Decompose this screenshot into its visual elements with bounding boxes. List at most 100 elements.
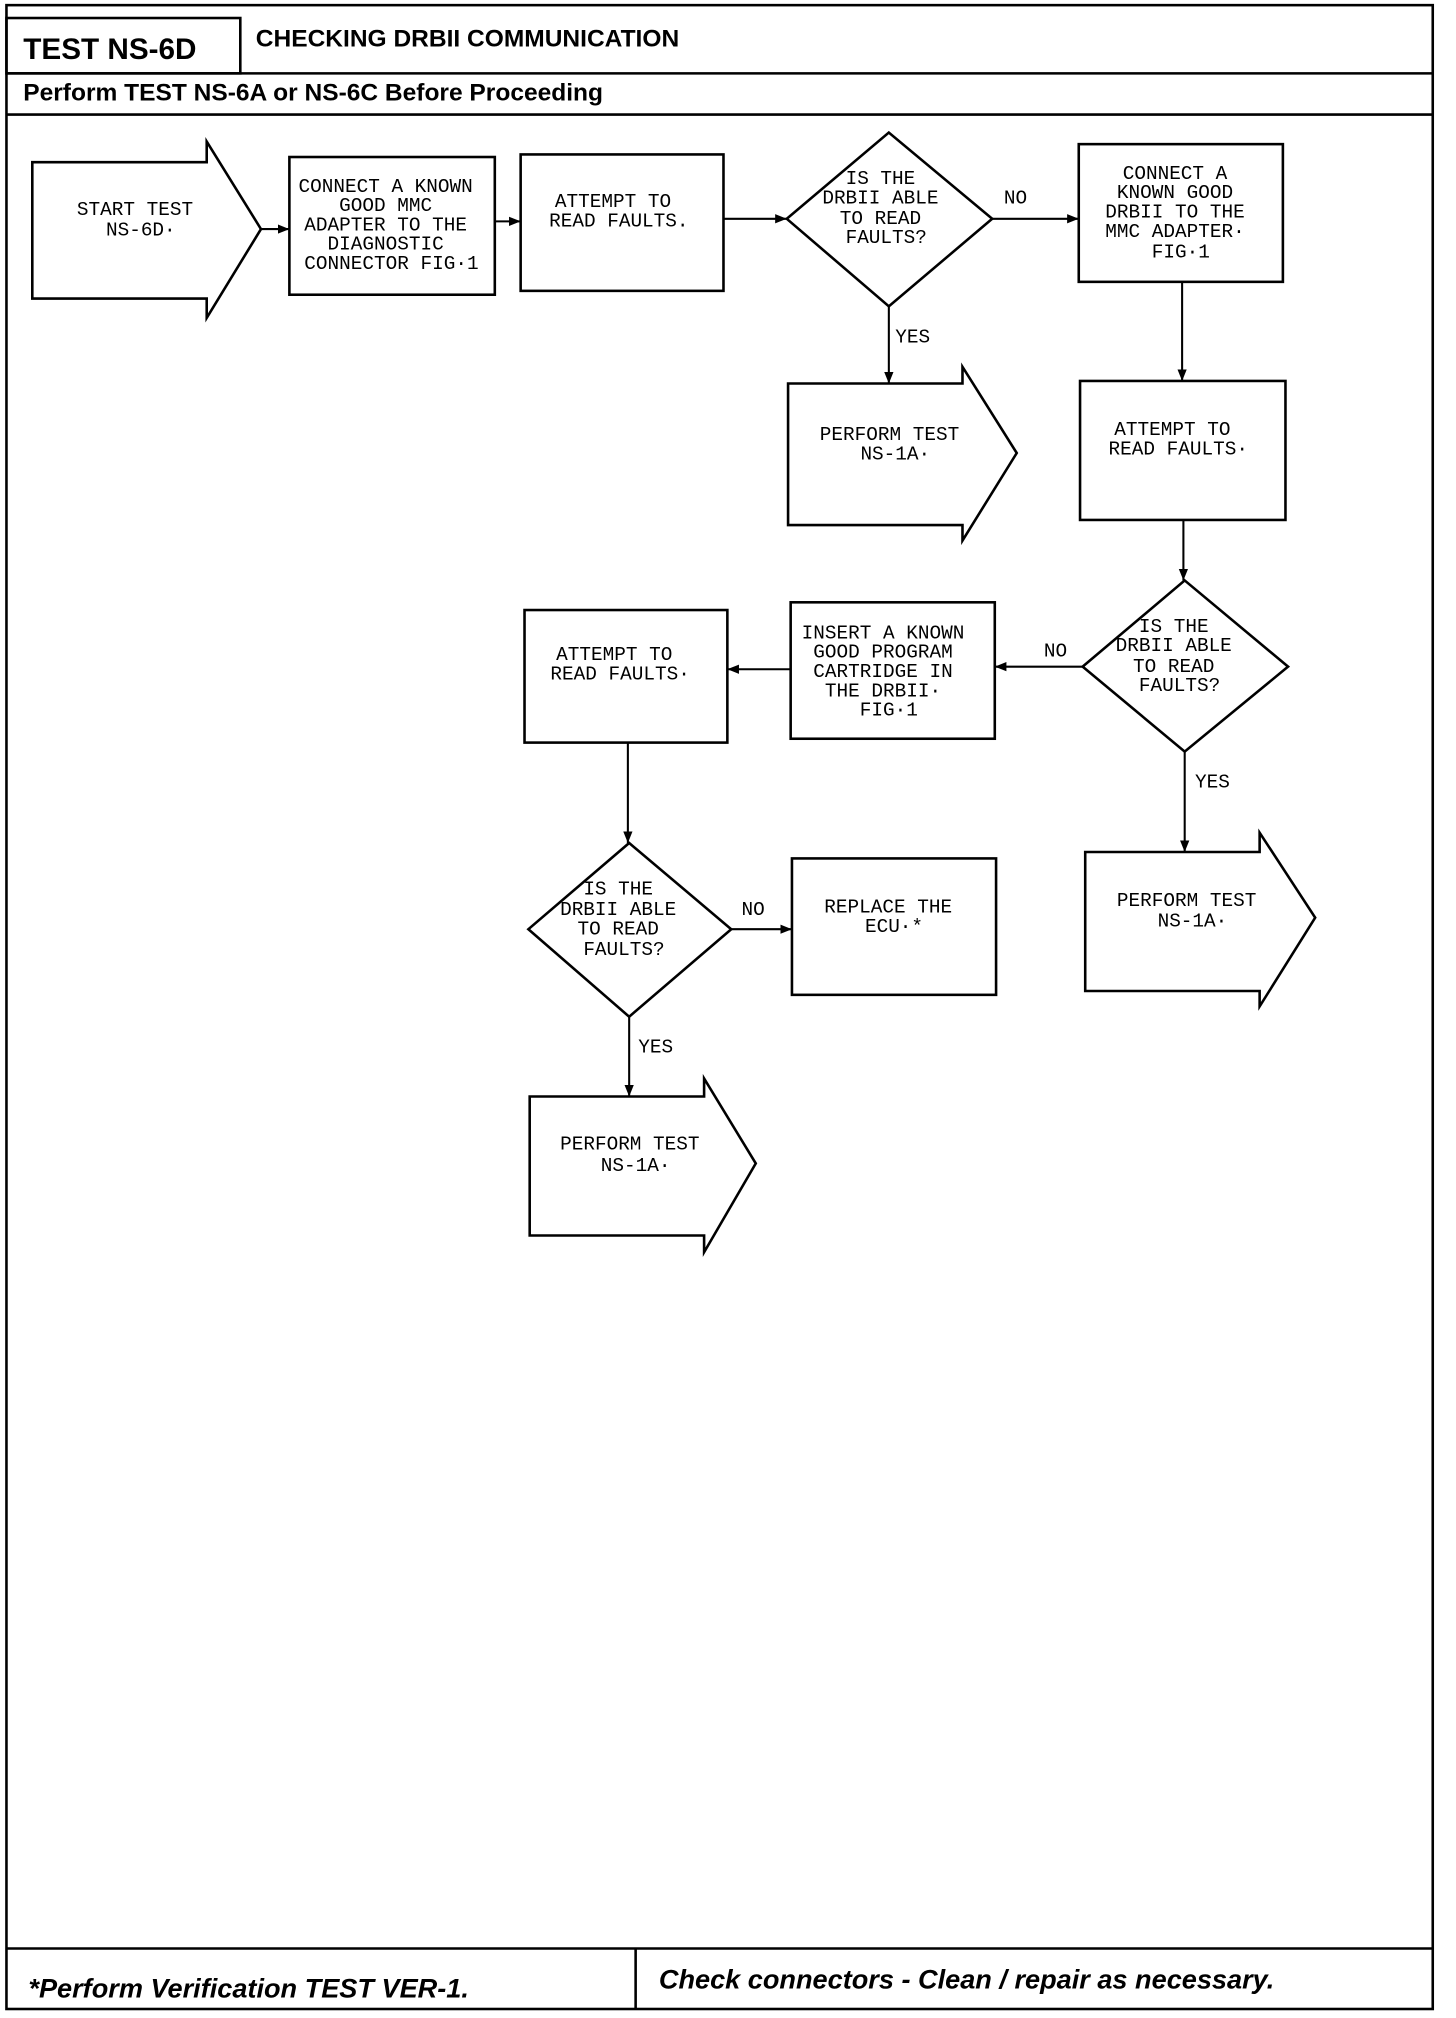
decision-diamond-text-2: IS THE DRBII ABLE TO READ FAULTS?	[1116, 616, 1244, 697]
attempt-read-faults-shape-1	[519, 153, 725, 293]
node-text-line: ATTEMPT TO	[1114, 419, 1230, 441]
connect-mmc-adapter-box: CONNECT A KNOWN GOOD MMC ADAPTER TO THE …	[288, 155, 497, 297]
node-text-line: ATTEMPT TO	[555, 191, 671, 213]
node-text-line: ATTEMPT TO	[556, 644, 672, 666]
start-arrow-text: START TEST NS-6D·	[77, 199, 205, 242]
node-text-line: KNOWN GOOD	[1117, 182, 1233, 204]
attempt-read-faults-text-2: ATTEMPT TO READ FAULTS·	[1109, 419, 1248, 460]
attempt-read-faults-shape-3	[523, 608, 729, 744]
node-text-line: GOOD MMC	[339, 195, 432, 217]
decision-2-yes-label: YES	[1195, 772, 1230, 794]
node-text-line: NS-1A·	[860, 443, 930, 465]
node-text-line: DRBII ABLE	[1116, 635, 1232, 657]
perform-test-arrow-shape-2	[1083, 828, 1317, 1011]
node-text-line: PERFORM TEST	[560, 1133, 699, 1155]
perform-test-arrow-shape-3	[528, 1073, 758, 1258]
start-arrow: START TEST NS-6D·	[31, 137, 263, 323]
connect-mmc-adapter-shape	[288, 155, 497, 297]
flowchart-edge-labels: NO YES NO YES NO YES	[638, 187, 1230, 1058]
decision-diamond-text-1: IS THE DRBII ABLE TO READ FAULTS?	[822, 168, 950, 249]
node-text-line: FAULTS?	[1139, 675, 1220, 697]
decision-diamond-2: IS THE DRBII ABLE TO READ FAULTS?	[1080, 578, 1291, 754]
node-text-line: TO READ	[578, 918, 659, 940]
perform-test-arrow-shape-1	[786, 362, 1019, 546]
node-text-line: FAULTS?	[583, 939, 664, 961]
prerequisite-note: Perform TEST NS-6A or NS-6C Before Proce…	[23, 79, 603, 106]
perform-test-arrow-1: PERFORM TEST NS-1A·	[786, 362, 1019, 546]
node-text-line: NS-6D·	[106, 220, 176, 242]
attempt-read-faults-box-2: ATTEMPT TO READ FAULTS·	[1078, 379, 1287, 522]
node-text-line: ECU·*	[865, 916, 923, 938]
perform-test-arrow-text-2: PERFORM TEST NS-1A·	[1117, 890, 1268, 933]
node-text-line: READ FAULTS·	[550, 664, 689, 686]
node-text-line: NS-1A·	[601, 1155, 671, 1177]
node-text-line: DRBII ABLE	[560, 899, 676, 921]
decision-diamond-text-3: IS THE DRBII ABLE TO READ FAULTS?	[560, 878, 688, 960]
node-text-line: START TEST	[77, 199, 193, 221]
node-text-line: FAULTS?	[846, 227, 927, 249]
decision-3-yes-label: YES	[638, 1037, 673, 1059]
node-text-line: INSERT A KNOWN	[802, 622, 965, 644]
node-text-line: FIG·1	[1152, 241, 1210, 263]
attempt-read-faults-text-3: ATTEMPT TO READ FAULTS·	[550, 644, 689, 685]
node-text-line: IS THE	[846, 168, 916, 190]
start-arrow-shape	[31, 137, 263, 323]
node-text-line: THE DRBII·	[825, 680, 941, 702]
insert-cartridge-text: INSERT A KNOWN GOOD PROGRAM CARTRIDGE IN…	[802, 622, 976, 721]
decision-1-no-label: NO	[1004, 187, 1027, 209]
perform-test-arrow-2: PERFORM TEST NS-1A·	[1083, 828, 1317, 1011]
node-text-line: CONNECT A KNOWN	[298, 176, 472, 198]
node-text-line: PERFORM TEST	[820, 424, 959, 446]
attempt-read-faults-shape-2	[1078, 379, 1287, 522]
decision-diamond-1: IS THE DRBII ABLE TO READ FAULTS?	[784, 130, 995, 308]
node-text-line: TO READ	[840, 208, 921, 230]
page-frame	[5, 3, 1435, 2011]
node-text-line: READ FAULTS·	[1109, 438, 1248, 460]
decision-diamond-shape-1	[784, 130, 995, 308]
node-text-line: MMC ADAPTER·	[1105, 221, 1244, 243]
node-text-line: CONNECT A	[1123, 163, 1228, 185]
decision-diamond-shape-3	[526, 841, 734, 1019]
attempt-read-faults-text-1: ATTEMPT TO READ FAULTS.	[549, 191, 688, 232]
node-text-line: IS THE	[1139, 616, 1209, 638]
perform-test-arrow-text-3: PERFORM TEST NS-1A·	[560, 1133, 711, 1177]
perform-test-arrow-text-1: PERFORM TEST NS-1A·	[820, 424, 971, 465]
attempt-read-faults-box-3: ATTEMPT TO READ FAULTS·	[523, 608, 729, 744]
node-text-line: DRBII TO THE	[1105, 202, 1244, 224]
node-text-line: GOOD PROGRAM	[813, 642, 952, 664]
outer-border	[5, 3, 1435, 2011]
node-text-line: READ FAULTS.	[549, 211, 688, 233]
connect-drbii-box: CONNECT A KNOWN GOOD DRBII TO THE MMC AD…	[1077, 142, 1285, 284]
insert-cartridge-shape	[789, 601, 997, 741]
insert-cartridge-box: INSERT A KNOWN GOOD PROGRAM CARTRIDGE IN…	[789, 601, 997, 741]
decision-3-no-label: NO	[742, 899, 765, 921]
node-text-line: DRBII ABLE	[822, 187, 938, 209]
test-id: TEST NS-6D	[23, 33, 196, 66]
decision-2-no-label: NO	[1044, 640, 1067, 662]
replace-ecu-shape	[790, 857, 998, 997]
node-text-line: IS THE	[583, 878, 653, 900]
node-text-line: TO READ	[1133, 656, 1214, 678]
decision-diamond-shape-2	[1080, 578, 1291, 754]
replace-ecu-text: REPLACE THE ECU·*	[824, 897, 963, 938]
perform-test-arrow-3: PERFORM TEST NS-1A·	[528, 1073, 758, 1258]
node-text-line: NS-1A·	[1158, 911, 1228, 933]
node-text-line: ADAPTER TO THE	[304, 214, 467, 236]
replace-ecu-box: REPLACE THE ECU·*	[790, 857, 998, 997]
connect-drbii-shape	[1077, 142, 1285, 284]
decision-diamond-3: IS THE DRBII ABLE TO READ FAULTS?	[526, 841, 734, 1019]
page-footer: *Perform Verification TEST VER-1. Check …	[28, 1963, 1274, 2003]
attempt-read-faults-box-1: ATTEMPT TO READ FAULTS.	[519, 153, 725, 293]
node-text-line: FIG·1	[860, 700, 918, 722]
node-text-line: PERFORM TEST	[1117, 890, 1256, 912]
flowchart-connectors	[260, 214, 1190, 1097]
node-text-line: DIAGNOSTIC	[328, 234, 444, 256]
verification-note: *Perform Verification TEST VER-1.	[28, 1972, 468, 2003]
decision-1-yes-label: YES	[895, 326, 930, 348]
node-text-line: CARTRIDGE IN	[813, 661, 952, 683]
page-header: TEST NS-6D CHECKING DRBII COMMUNICATION …	[23, 25, 679, 106]
connect-mmc-adapter-text: CONNECT A KNOWN GOOD MMC ADAPTER TO THE …	[298, 176, 484, 275]
connect-drbii-text: CONNECT A KNOWN GOOD DRBII TO THE MMC AD…	[1105, 163, 1256, 263]
page-title: CHECKING DRBII COMMUNICATION	[256, 25, 679, 52]
